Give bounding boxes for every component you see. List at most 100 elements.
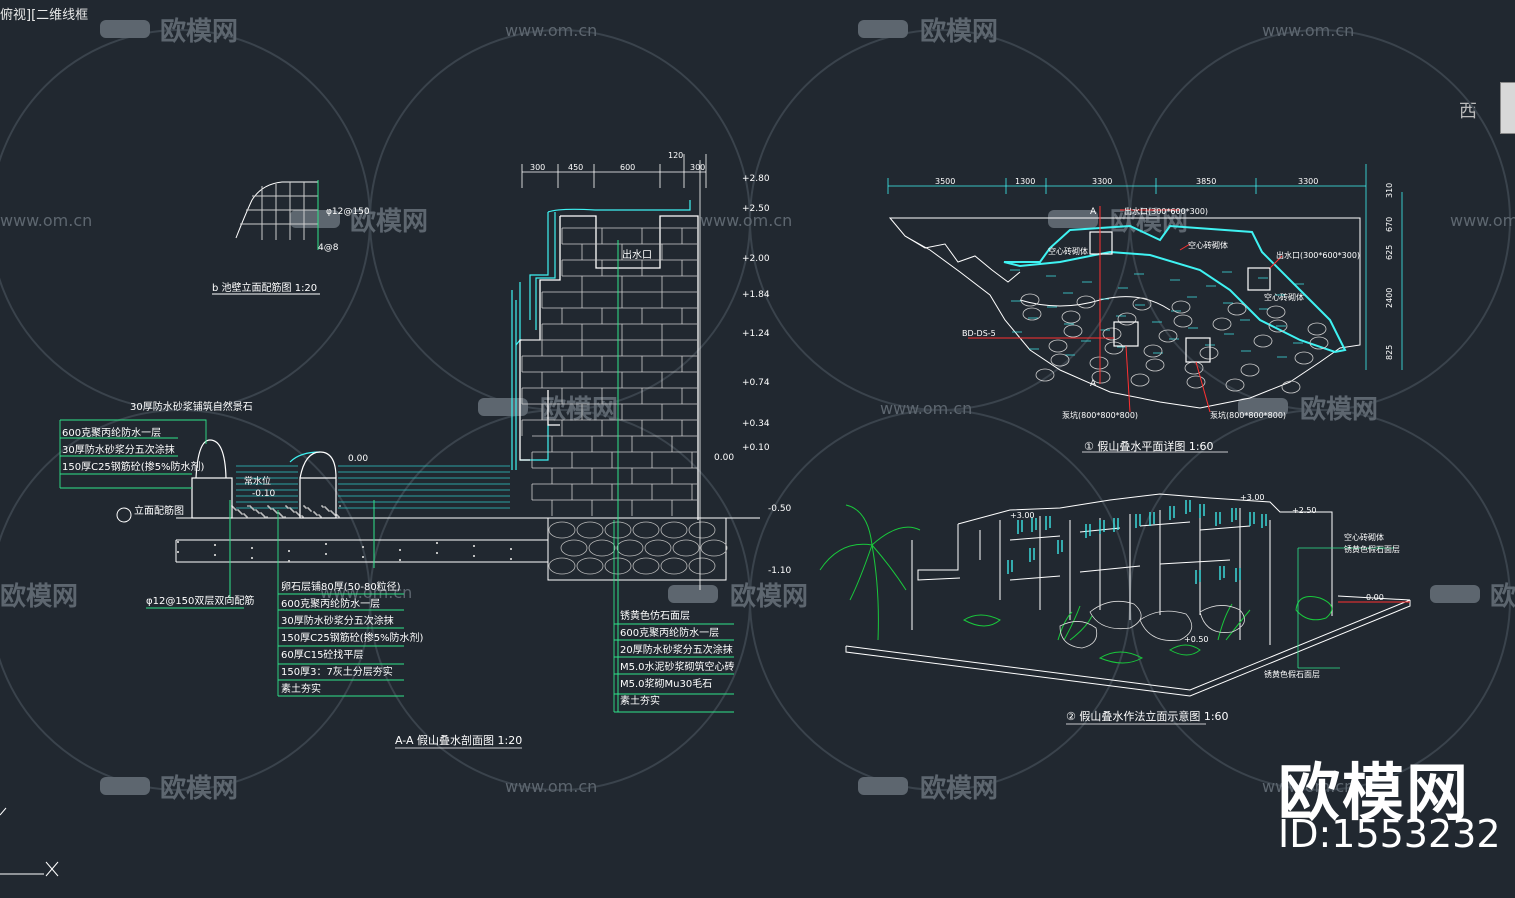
section-aa-left-note: 30厚防水砂浆分五次涂抹 (62, 443, 175, 456)
plan-dim-label: 3500 (935, 177, 955, 186)
plan-dim-label: 3300 (1298, 177, 1318, 186)
viewport-label[interactable]: 俯视][二维线框 (0, 8, 89, 23)
watermark-brand: 欧模网 (350, 206, 428, 237)
elevation-elev-label: +2.50 (1292, 506, 1317, 515)
viewcube-button[interactable] (1500, 82, 1515, 134)
section-aa-right-note: 600克聚丙纶防水一层 (620, 626, 719, 639)
elevation-note-1: 空心砖砌体 (1344, 532, 1384, 542)
section-aa-mid-notes: 卵石层铺80厚(50-80粒径)600克聚丙纶防水一层30厚防水砂浆分五次涂抹1… (281, 580, 424, 695)
plan-pump-label-2: 泵坑(800*800*800) (1210, 410, 1286, 420)
section-aa-mid-note: 30厚防水砂浆分五次涂抹 (281, 614, 394, 627)
section-aa-elevation: +2.50 (742, 204, 770, 214)
watermark-brand: 欧模网 (0, 581, 78, 612)
elevation-title: ② 假山叠水作法立面示意图 1:60 (1066, 709, 1229, 723)
section-aa-top-note: 30厚防水砂浆铺筑自然景石 (130, 400, 253, 413)
plan-label: 出水口(300*600*300) (1124, 206, 1208, 216)
plan-dim-label: 1300 (1015, 177, 1035, 186)
elevation-elev-label: +0.50 (1184, 635, 1209, 644)
plan-drawing (887, 164, 1403, 453)
detail-b-rebar-label: φ12@150 (326, 207, 370, 217)
section-aa-elevation: -1.10 (768, 566, 792, 576)
plan-labels: 出水口(300*600*300)空心砖砌体空心砖砌体出水口(300*600*30… (1048, 206, 1360, 302)
section-aa-detail-bubble (116, 507, 132, 523)
watermark-logo-icons (100, 20, 1480, 795)
section-aa-mid-note: 150厚3：7灰土分层夯实 (281, 665, 393, 678)
watermark-url: www.om.cn (700, 211, 792, 230)
section-aa-right-note: 素土夯实 (620, 694, 660, 707)
plan-section-mark: A (1090, 207, 1097, 217)
section-aa-right-note: M5.0水泥砂浆砌筑空心砖 (620, 660, 735, 673)
detail-b-title: b 池壁立面配筋图 1:20 (212, 281, 317, 294)
plan-section-mark: A (1090, 379, 1097, 389)
section-aa-title: A-A 假山叠水剖面图 1:20 (395, 733, 522, 747)
section-aa-elevation: -0.50 (768, 504, 792, 514)
section-aa-elevation: 0.00 (714, 453, 734, 463)
plan-label: 空心砖砌体 (1264, 292, 1304, 302)
section-aa-elevation: +1.84 (742, 290, 770, 300)
watermark-url: www.om.cn (1450, 211, 1515, 230)
watermark-brand: 欧模网 (730, 581, 808, 612)
elevation-elev-label: 0.00 (1366, 593, 1384, 602)
plan-dim-label: 310 (1385, 183, 1394, 198)
section-aa-left-note: 150厚C25钢筋砼(掺5%防水剂) (62, 460, 205, 473)
watermark-url: www.om.cn (880, 399, 972, 418)
section-aa-mid-note: 60厚C15砼找平层 (281, 648, 363, 661)
watermark-url: www.om.cn (505, 21, 597, 40)
watermark-url: www.om.cn (1262, 21, 1354, 40)
plan-dim-label: 825 (1385, 345, 1394, 360)
section-aa-elevation: +0.74 (742, 378, 770, 388)
section-aa-right-note: 锈黄色仿石面层 (620, 609, 690, 622)
section-aa-dim-label: 600 (620, 163, 635, 172)
section-aa-elevations: +2.80+2.50+2.00+1.84+1.24+0.74+0.34+0.10… (714, 174, 792, 576)
watermark-brand: 欧模网 (1490, 581, 1515, 612)
section-aa-left-note: 600克聚丙纶防水一层 (62, 426, 161, 439)
section-aa-elevation: +0.34 (742, 419, 770, 429)
plan-label: 出水口(300*600*300) (1276, 250, 1360, 260)
plan-pump-label-1: 泵坑(800*800*800) (1062, 410, 1138, 420)
section-aa-elevation: +2.80 (742, 174, 770, 184)
section-aa-detail-ref: 立面配筋图 (134, 504, 184, 517)
watermark-url-group: www.om.cn www.om.cn www.om.cn www.om.cn … (0, 21, 1515, 796)
section-aa-dim-label: 300 (530, 163, 545, 172)
plan-title: ① 假山叠水平面详图 1:60 (1084, 439, 1214, 453)
section-aa-elevation: +2.00 (742, 254, 770, 264)
plan-dim-label: 3300 (1092, 177, 1112, 186)
watermark-brand: 欧模网 (160, 773, 238, 804)
section-aa-dim-label: 450 (568, 163, 583, 172)
watermark-url: www.om.cn (0, 211, 92, 230)
elevation-elev-label: +3.00 (1240, 493, 1265, 502)
watermark-brand: 欧模网 (1300, 394, 1378, 425)
watermark-url: www.om.cn (505, 777, 597, 796)
section-aa-right-note: M5.0浆砌Mu30毛石 (620, 677, 712, 690)
section-aa-leaders (59, 419, 734, 713)
section-aa-pool-elev: 0.00 (348, 454, 368, 464)
section-aa-right-note: 20厚防水砂浆分五次涂抹 (620, 643, 733, 656)
ucs-icon (0, 807, 59, 877)
section-aa-mid-note: 150厚C25钢筋砼(掺5%防水剂) (281, 631, 424, 644)
section-aa-rebar-label: φ12@150双层双向配筋 (146, 594, 254, 607)
section-aa-dim-label: 300 (690, 163, 705, 172)
section-aa-outlet-label: 出水口 (622, 248, 652, 261)
elevation-elevs: +3.00 +3.00 +2.50 0.00 +0.50 (1010, 493, 1384, 644)
elevation-elev-label: +3.00 (1010, 511, 1035, 520)
elevation-drawing (819, 493, 1411, 725)
section-aa-right-notes: 锈黄色仿石面层 600克聚丙纶防水一层 20厚防水砂浆分五次涂抹 M5.0水泥砂浆砌筑… (620, 609, 735, 707)
section-aa-elevation: +0.10 (742, 443, 770, 453)
section-aa-left-notes: 600克聚丙纶防水一层 30厚防水砂浆分五次涂抹 150厚C25钢筋砼(掺5%防水剂… (62, 426, 205, 473)
plan-label: 空心砖砌体 (1188, 240, 1228, 250)
watermark-id: ID:1553232 (1278, 812, 1501, 856)
section-aa-drawing (175, 154, 760, 712)
watermark-url: www.om.cn (1262, 777, 1354, 796)
detail-b-dim-label: 4@8 (318, 243, 339, 253)
watermark-brand: 欧模网 (920, 773, 998, 804)
section-aa-pool-label: 常水位 (244, 475, 271, 487)
section-aa-pool-neg: -0.10 (252, 489, 276, 499)
watermark-brand: 欧模网 (920, 16, 998, 47)
section-aa-mid-note: 卵石层铺80厚(50-80粒径) (281, 580, 401, 593)
elevation-note-2: 锈黄色假石面层 (1344, 544, 1400, 554)
plan-dim-label: 625 (1385, 245, 1394, 260)
elevation-bottom-note: 锈黄色假石面层 (1264, 669, 1320, 679)
